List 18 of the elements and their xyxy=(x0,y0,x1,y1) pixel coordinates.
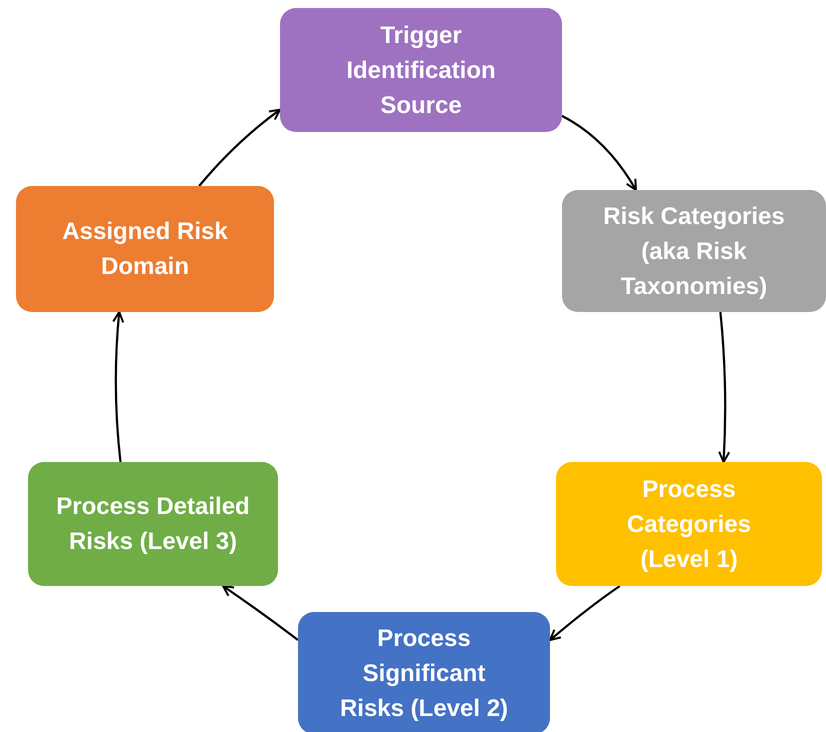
process-box xyxy=(280,8,562,132)
arrow xyxy=(549,585,620,642)
arrow xyxy=(561,114,637,191)
process-box xyxy=(556,462,822,586)
arrow xyxy=(718,312,730,463)
process-box xyxy=(28,462,278,586)
box-label: Process Categories (Level 1) xyxy=(626,474,752,574)
arrow xyxy=(222,585,299,641)
process-box xyxy=(16,186,274,312)
box-label: Risk Categories (aka Risk Taxonomies) xyxy=(602,202,786,302)
process-box xyxy=(298,612,550,732)
box-label: Process Detailed Risks (Level 3) xyxy=(55,492,251,557)
arrow xyxy=(198,108,281,187)
box-label: Trigger Identification Source xyxy=(345,20,497,120)
process-box xyxy=(562,190,826,312)
box-label: Process Significant Risks (Level 2) xyxy=(338,624,510,724)
box-label: Assigned Risk Domain xyxy=(61,217,229,282)
arrow xyxy=(112,311,124,462)
